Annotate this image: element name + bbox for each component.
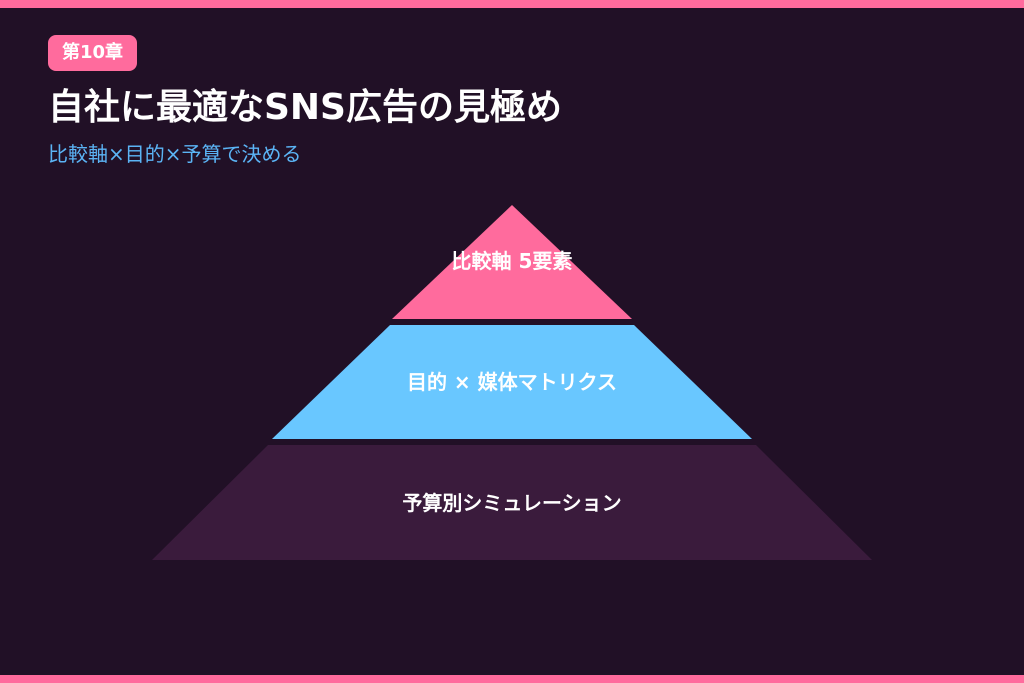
pyramid-tier-bottom-label: 予算別シミュレーション xyxy=(402,491,621,515)
top-accent-bar xyxy=(0,0,1024,8)
page-title: 自社に最適なSNS広告の見極め xyxy=(48,87,562,128)
pyramid-tier-bottom-shape xyxy=(152,445,872,560)
pyramid-tier-top: 比較軸 5要素 xyxy=(392,205,632,319)
pyramid-tier-top-shape xyxy=(392,205,632,319)
pyramid-tier-middle: 目的 × 媒体マトリクス xyxy=(272,325,752,439)
pyramid-tier-middle-label: 目的 × 媒体マトリクス xyxy=(407,370,617,394)
bottom-accent-bar xyxy=(0,675,1024,683)
pyramid-tier-middle-shape xyxy=(272,325,752,439)
chapter-badge: 第10章 xyxy=(48,35,138,71)
pyramid-tier-top-label: 比較軸 5要素 xyxy=(452,249,573,273)
page-subtitle: 比較軸×目的×予算で決める xyxy=(48,142,302,166)
pyramid-tier-bottom: 予算別シミュレーション xyxy=(152,445,872,560)
